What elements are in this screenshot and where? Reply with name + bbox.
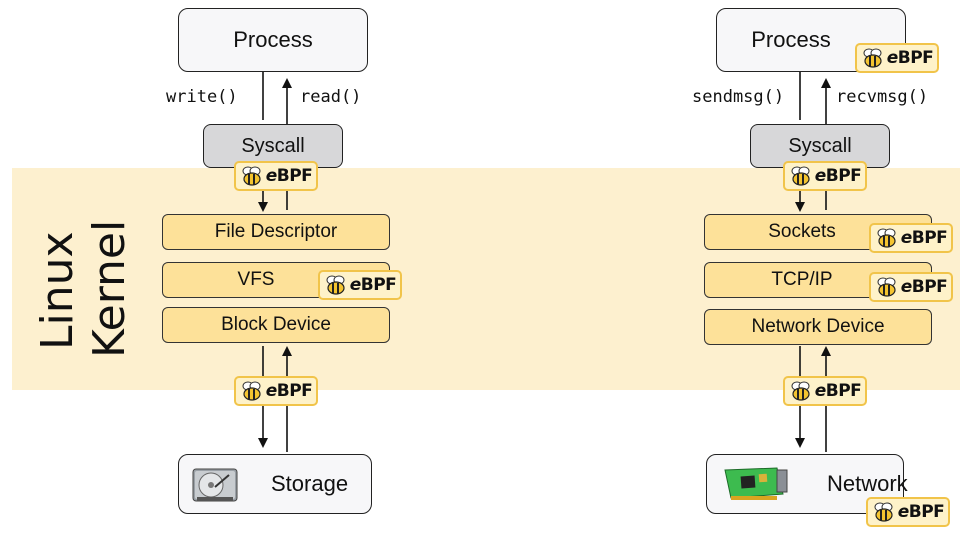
left-syscall-box: Syscall [203,124,343,168]
right-layer-label: Network Device [751,316,885,337]
left-layer-label: Block Device [221,314,331,335]
left-storage-box: Storage [178,454,372,514]
ebpf-bee-icon [324,274,348,296]
right-syscall-box: Syscall [750,124,890,168]
left-layer-label: File Descriptor [214,221,338,242]
right-layer-label: Sockets [768,221,836,242]
ebpf-badge-right-tcpip: eBPF [869,272,953,302]
ebpf-badge-left-block: eBPF [234,376,318,406]
ebpf-bee-icon [789,165,813,187]
right-layer-network-device: Network Device [704,309,932,345]
ebpf-text: eBPF [814,166,862,186]
left-syscall-label: Syscall [241,134,305,157]
ebpf-badge-right-syscall: eBPF [783,161,867,191]
ebpf-bee-icon [789,380,813,402]
ebpf-bee-icon [240,165,264,187]
ebpf-badge-left-vfs: eBPF [318,270,402,300]
right-sendmsg-call: sendmsg() [692,87,785,107]
right-syscall-label: Syscall [788,134,852,157]
ebpf-badge-right-process: eBPF [855,43,939,73]
ebpf-bee-icon [875,276,899,298]
ebpf-badge-right-netdev: eBPF [783,376,867,406]
storage-label: Storage [271,471,349,496]
ebpf-bee-icon [872,501,896,523]
ebpf-text: eBPF [886,48,934,68]
left-layer-block-device: Block Device [162,307,390,343]
ebpf-bee-icon [240,380,264,402]
right-process-label: Process [751,27,831,52]
right-layer-label: TCP/IP [771,269,833,290]
ebpf-text: eBPF [897,502,945,522]
ebpf-badge-left-syscall: eBPF [234,161,318,191]
hard-drive-icon [191,463,241,505]
network-label: Network [827,471,908,496]
ebpf-bee-icon [875,227,899,249]
ebpf-bee-icon [861,47,885,69]
right-recvmsg-call: recvmsg() [836,87,929,107]
right-process-box: Process [716,8,906,72]
ebpf-text: eBPF [900,277,948,297]
ebpf-text: eBPF [265,381,313,401]
left-write-call: write() [166,87,238,107]
left-layer-label: VFS [237,269,275,290]
ebpf-text: eBPF [349,275,397,295]
left-layer-file-descriptor: File Descriptor [162,214,390,250]
ebpf-badge-right-network: eBPF [866,497,950,527]
left-read-call: read() [300,87,362,107]
network-card-icon [721,464,791,504]
left-process-box: Process [178,8,368,72]
left-process-label: Process [233,27,313,52]
ebpf-text: eBPF [814,381,862,401]
ebpf-text: eBPF [265,166,313,186]
right-network-box: Network [706,454,908,514]
ebpf-text: eBPF [900,228,948,248]
ebpf-badge-right-sockets: eBPF [869,223,953,253]
